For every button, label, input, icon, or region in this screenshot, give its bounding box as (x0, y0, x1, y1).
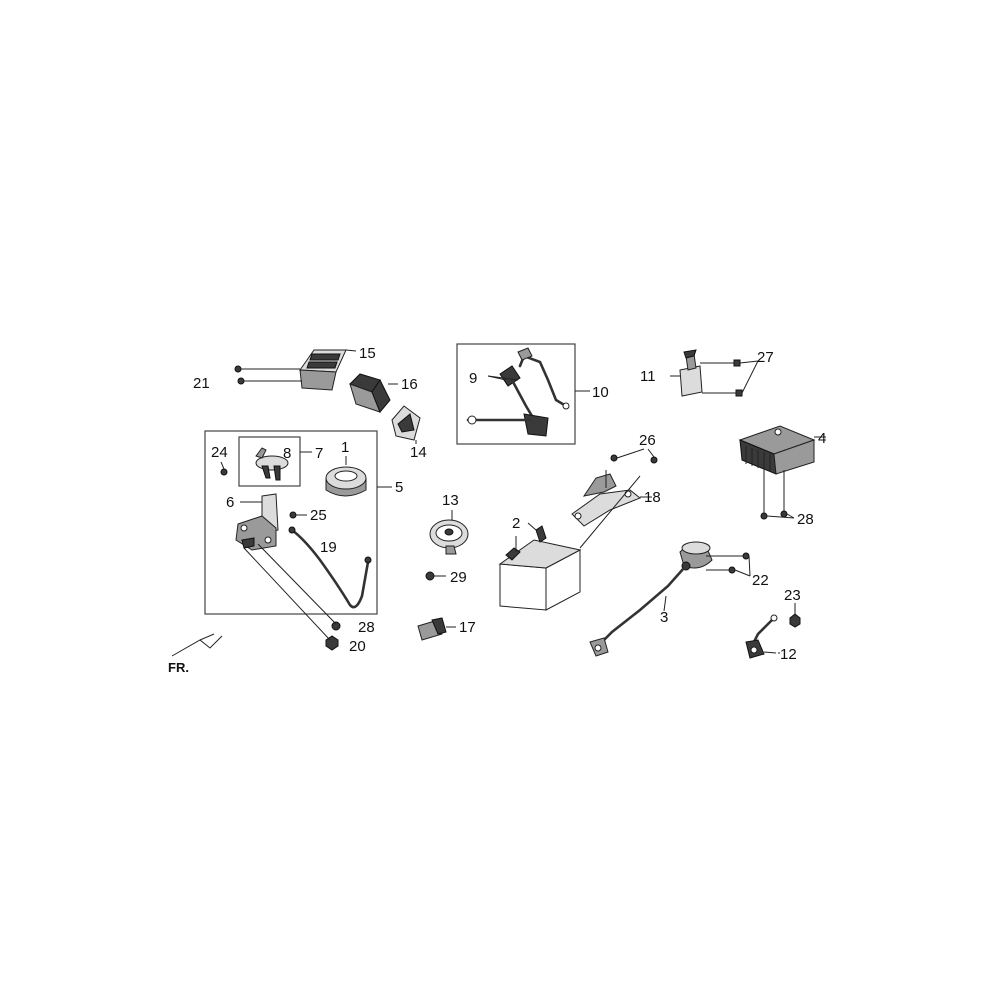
label-part-10: 10 (592, 384, 609, 401)
part-3-ignition-coil (589, 541, 713, 657)
label-part-1: 1 (341, 439, 349, 456)
label-part-11: 11 (640, 368, 656, 385)
label-part-27: 27 (757, 349, 774, 366)
label-part-15: 15 (359, 345, 376, 362)
part-14-rubber-cover (391, 405, 421, 441)
label-part-22: 22 (752, 572, 769, 589)
part-16-cdi-unit (349, 373, 391, 413)
label-part-6: 6 (226, 494, 234, 511)
label-part-16: 16 (401, 376, 418, 393)
label-part-3: 3 (660, 609, 668, 626)
label-part-28-right: 28 (797, 511, 814, 528)
part-28-screws-right (760, 470, 795, 520)
label-part-18: 18 (644, 489, 661, 506)
label-part-13: 13 (442, 492, 459, 509)
part-25-screw (289, 511, 307, 519)
part-10-battery-cables (466, 347, 570, 437)
label-part-12: 12 (780, 646, 797, 663)
part-18-battery-bracket (571, 470, 641, 527)
label-part-25: 25 (310, 507, 327, 524)
part-29-nut (425, 571, 446, 581)
label-part-28-left: 28 (358, 619, 375, 636)
front-direction-arrow (171, 633, 223, 657)
label-part-9: 9 (469, 370, 477, 387)
label-part-8: 8 (283, 445, 291, 462)
part-12-sensor (745, 614, 778, 659)
label-part-29: 29 (450, 569, 467, 586)
part-23-nut (789, 613, 801, 628)
part-8-lock-mechanism (255, 447, 289, 481)
label-part-26: 26 (639, 432, 656, 449)
label-part-4: 4 (818, 430, 826, 447)
part-4-regulator (738, 425, 826, 475)
group-box-5 (204, 430, 378, 615)
part-1-fuel-cap (325, 456, 367, 497)
part-13-horn (429, 510, 469, 555)
front-direction-label: FR. (168, 660, 189, 675)
part-6-seat-lock (235, 493, 279, 551)
label-part-23: 23 (784, 587, 801, 604)
part-21-screws (234, 365, 302, 385)
label-part-7: 7 (315, 445, 323, 462)
part-11-starter-relay (670, 349, 703, 397)
label-part-24: 24 (211, 444, 228, 461)
label-part-5: 5 (395, 479, 403, 496)
group-box-7 (238, 436, 301, 487)
part-2-battery (498, 525, 582, 611)
label-part-19: 19 (320, 539, 337, 556)
part-28-nut-left (331, 621, 341, 631)
part-24-screw (220, 461, 228, 476)
group-box-10 (456, 343, 576, 445)
part-22-screws (706, 552, 751, 577)
part-27-nuts (700, 359, 759, 397)
part-26-screws (610, 448, 658, 464)
label-part-14: 14 (410, 444, 427, 461)
part-15-relay-box (299, 349, 347, 391)
label-part-21: 21 (193, 375, 210, 392)
label-part-17: 17 (459, 619, 476, 636)
label-part-20: 20 (349, 638, 366, 655)
part-17-connector (417, 617, 456, 641)
part-19-cable (288, 526, 372, 609)
label-part-2: 2 (512, 515, 520, 532)
